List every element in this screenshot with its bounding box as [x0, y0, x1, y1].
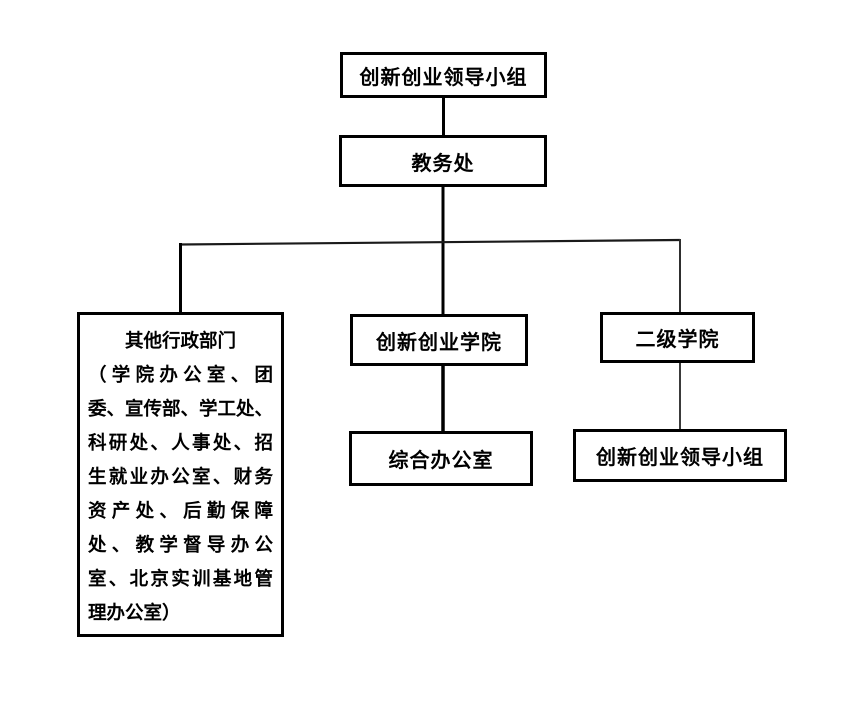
- node-innovation-leading-group: 创新创业领导小组: [340, 52, 547, 98]
- node-other-admin-departments: 其他行政部门 （学院办公室、团 委、宣传部、学工处、 科研处、人事处、招 生就业…: [77, 312, 284, 637]
- other-admin-line: 理办公室）: [88, 602, 181, 623]
- other-admin-line: 资产处、后勤保障: [88, 500, 273, 521]
- other-admin-line: 生就业办公室、财务: [88, 466, 273, 487]
- node-general-office: 综合办公室: [349, 431, 533, 486]
- other-admin-line: 其他行政部门: [124, 330, 236, 351]
- node-academic-affairs-office: 教务处: [339, 135, 547, 187]
- node-secondary-leading-group-label: 创新创业领导小组: [596, 447, 764, 469]
- node-innovation-leading-group-label: 创新创业领导小组: [359, 66, 528, 89]
- other-admin-line: 室、北京实训基地管: [88, 568, 273, 589]
- connector-horizontal-distribution: [179, 238, 681, 246]
- other-admin-line: 处、教学督导办公: [88, 534, 273, 555]
- node-general-office-label: 综合办公室: [388, 450, 494, 472]
- node-secondary-college: 二级学院: [600, 312, 755, 363]
- node-academic-affairs-office-label: 教务处: [411, 152, 475, 175]
- node-innovation-college-label: 创新创业学院: [376, 331, 502, 354]
- node-secondary-leading-group: 创新创业领导小组: [573, 429, 787, 482]
- other-admin-line: 科研处、人事处、招: [88, 432, 273, 453]
- other-admin-line: （学院办公室、团: [88, 364, 273, 385]
- node-innovation-college: 创新创业学院: [350, 314, 528, 366]
- node-secondary-college-label: 二级学院: [635, 329, 720, 351]
- other-admin-line: 委、宣传部、学工处、: [88, 398, 273, 419]
